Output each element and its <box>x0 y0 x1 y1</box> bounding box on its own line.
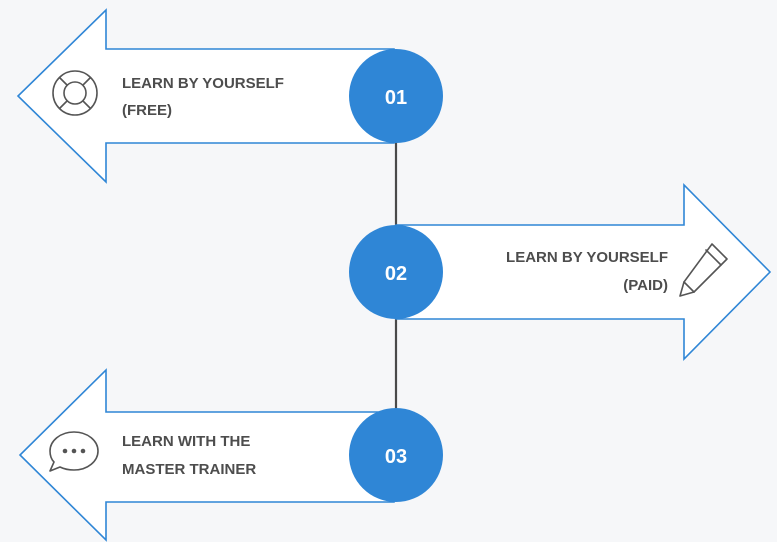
step-1: LEARN BY YOURSELF (FREE) 01 <box>16 8 443 184</box>
step-2: LEARN BY YOURSELF (PAID) 02 <box>349 183 772 361</box>
step-1-label-line-1: LEARN BY YOURSELF <box>122 75 284 92</box>
step-1-number-badge <box>349 49 443 143</box>
step-2-number-badge <box>349 225 443 319</box>
step-3: LEARN WITH THE MASTER TRAINER 03 <box>18 368 443 542</box>
step-1-arrow <box>16 8 395 184</box>
pencil-icon <box>679 243 728 297</box>
step-2-label-line-2: (PAID) <box>623 277 668 294</box>
step-1-number: 01 <box>385 87 407 109</box>
step-1-label-line-2: (FREE) <box>122 102 172 119</box>
step-2-label-line-1: LEARN BY YOURSELF <box>506 249 668 266</box>
step-3-number-badge <box>349 408 443 502</box>
step-3-label-line-2: MASTER TRAINER <box>122 461 256 478</box>
step-3-arrow <box>18 368 395 542</box>
chat-bubble-icon <box>49 431 99 472</box>
step-2-arrow <box>395 183 772 361</box>
step-3-number: 03 <box>385 446 407 468</box>
step-2-number: 02 <box>385 263 407 285</box>
step-3-label-line-1: LEARN WITH THE <box>122 433 250 450</box>
lifebuoy-icon <box>52 70 98 116</box>
